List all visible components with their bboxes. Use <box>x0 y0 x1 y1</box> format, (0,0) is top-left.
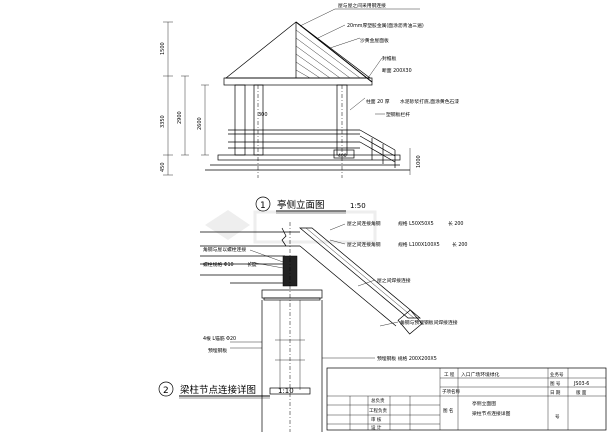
dim-300: 300 <box>258 112 268 118</box>
tb-chief-label: 总负责 <box>371 397 385 404</box>
note-bolt-spec: 螺栓规格 Φ10 <box>203 261 234 268</box>
note-angle-1-spec: 规格 L50X50X5 <box>398 220 434 227</box>
anno-column: 柱面 20 厚 <box>366 98 390 105</box>
note-plate: 预埋钢板 <box>208 347 227 354</box>
tb-date-label: 日 期 <box>550 390 561 396</box>
anno-roof-tile: 沙黄金屋面板 <box>360 37 389 44</box>
tb-design-label: 设 计 <box>371 424 382 431</box>
tb-image-name-2: 梁柱节点连接详图 <box>472 410 511 417</box>
note-angle-1-len: 长 200 <box>448 220 463 227</box>
dim-2600: 2600 <box>197 117 203 130</box>
tb-image-label: 图 名 <box>443 407 453 414</box>
dim-2900: 2900 <box>177 111 183 124</box>
watermark-logo <box>205 210 377 244</box>
anno-finish: 水泥砂浆打底,面涂黄色石漆 <box>400 98 459 105</box>
pavilion-roof <box>223 21 373 86</box>
detail-title: 2 梁柱节点连接详图 1:10 <box>158 381 294 399</box>
pavilion-elevation: 1500 3350 450 2900 2600 300 <box>160 2 459 214</box>
elevation-scale: 1:50 <box>350 202 366 210</box>
note-plate-spec: 预埋钢板 规格 200X200X5 <box>377 355 437 362</box>
detail-column <box>261 222 323 432</box>
title-block: 工 程 入口广场环境绿化 子项名称 业务号 图 号 JS03-6 日 期 版 面… <box>326 367 607 431</box>
tb-project-label: 工 程 <box>444 371 455 378</box>
tb-drawing-no: JS03-6 <box>573 381 589 387</box>
tb-proj-no-label: 业务号 <box>550 371 564 378</box>
beam-column-detail: 角钢与屋以螺栓连接 螺栓规格 Φ10 长度 屋之间连接角钢 规格 L50X50X… <box>158 220 467 432</box>
note-weld: 屋之间焊接连接 <box>377 277 411 284</box>
tb-drawing-no-label: 图 号 <box>550 381 561 387</box>
tb-engineer-label: 工程负责 <box>369 407 387 414</box>
anno-roof-board: 20mm厚塑胶金属(面涂沥青油三遍) <box>347 22 424 29</box>
tb-project-name: 入口广场环境绿化 <box>461 371 500 378</box>
dim-1500: 1500 <box>160 42 166 55</box>
note-angle-2: 屋之间连接角钢 <box>347 241 381 248</box>
pavilion-railing: 400 1000 <box>205 129 422 175</box>
anno-eave-board: 封檐板 <box>382 55 397 62</box>
note-angle-bolt: 角钢与屋以螺栓连接 <box>203 246 246 253</box>
detail-scale: 1:10 <box>278 387 294 395</box>
elevation-number: 1 <box>260 201 266 211</box>
anno-section: 断面 200X30 <box>382 67 412 74</box>
pavilion-columns: 300 <box>234 84 348 178</box>
tb-sub-label: 子项名称 <box>442 388 460 395</box>
tb-sheet-label: 号 <box>555 414 560 420</box>
detail-rafter <box>299 227 423 335</box>
elevation-title: 1 亭侧立面图 1:50 <box>255 196 366 214</box>
anno-railing: 塑钢板栏杆 <box>386 111 410 118</box>
note-plate-weld: 角钢与预埋钢板间焊接连接 <box>400 319 458 326</box>
tb-date-value: 版 面 <box>576 389 587 396</box>
elevation-title-text: 亭侧立面图 <box>277 199 325 211</box>
note-length: 长度 <box>247 261 257 268</box>
detail-number: 2 <box>163 386 169 396</box>
note-anchor: 4根 L锚筋 Φ20 <box>203 335 236 342</box>
dim-3350: 3350 <box>160 115 166 128</box>
note-angle-2-len: 长 200 <box>452 241 467 248</box>
dim-400: 400 <box>338 153 347 159</box>
detail-leaders: 角钢与屋以螺栓连接 螺栓规格 Φ10 长度 屋之间连接角钢 规格 L50X50X… <box>203 220 467 362</box>
dim-450: 450 <box>160 162 166 172</box>
elevation-dimensions: 1500 3350 450 2900 2600 <box>160 21 209 176</box>
detail-title-text: 梁柱节点连接详图 <box>180 384 256 396</box>
detail-beams <box>200 227 300 284</box>
tb-check-label: 审 核 <box>371 416 382 423</box>
anno-roof-connect: 屋与屋之间采用钢连接 <box>338 2 386 9</box>
tb-image-name-1: 亭侧立面图 <box>472 400 496 407</box>
note-angle-1: 屋之间连接角钢 <box>347 220 381 227</box>
dim-1000: 1000 <box>416 155 422 168</box>
elevation-leaders: 屋与屋之间采用钢连接 20mm厚塑胶金属(面涂沥青油三遍) 沙黄金屋面板 封檐板… <box>299 2 459 118</box>
note-angle-2-spec: 规格 L100X100X5 <box>398 241 440 248</box>
